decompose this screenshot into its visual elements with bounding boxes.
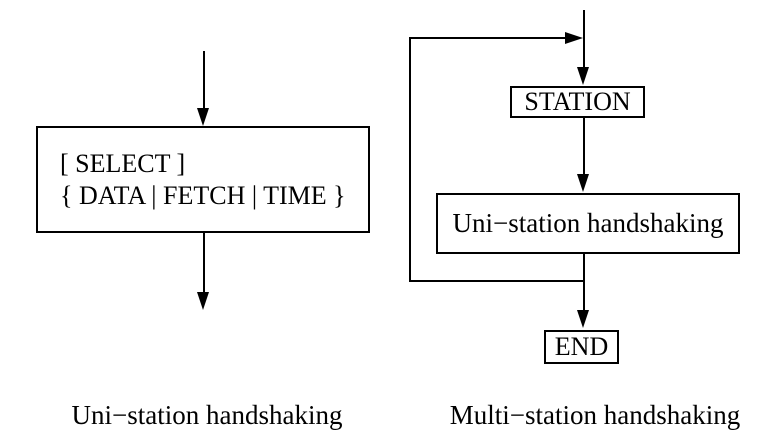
arrowhead-down-icon [577, 310, 589, 328]
end-box: END [544, 330, 619, 364]
arrowhead-down-icon [197, 108, 209, 126]
loop-top-connector-line [409, 37, 566, 39]
multi-entry-connector-line [583, 10, 585, 67]
arrowhead-down-icon [197, 292, 209, 310]
loop-bottom-connector-line [409, 280, 585, 282]
arrowhead-down-icon [577, 174, 589, 192]
station-box: STATION [510, 86, 645, 118]
multi-station-caption: Multi−station handshaking [449, 400, 741, 430]
select-box-line2: { DATA | FETCH | TIME } [60, 180, 346, 210]
uni-outgoing-connector-line [203, 233, 205, 292]
station-to-process-connector-line [583, 118, 585, 174]
loop-left-connector-line [409, 37, 411, 282]
uni-incoming-connector-line [203, 51, 205, 109]
process-to-end-connector-line [583, 254, 585, 310]
select-statement-box: [ SELECT ] { DATA | FETCH | TIME } [36, 126, 370, 233]
uni-station-caption: Uni−station handshaking [71, 400, 343, 430]
uni-station-handshaking-process-box: Uni−station handshaking [436, 193, 740, 254]
arrowhead-down-icon [577, 67, 589, 85]
select-box-line1: [ SELECT ] [60, 148, 186, 178]
arrowhead-right-icon [565, 32, 583, 44]
